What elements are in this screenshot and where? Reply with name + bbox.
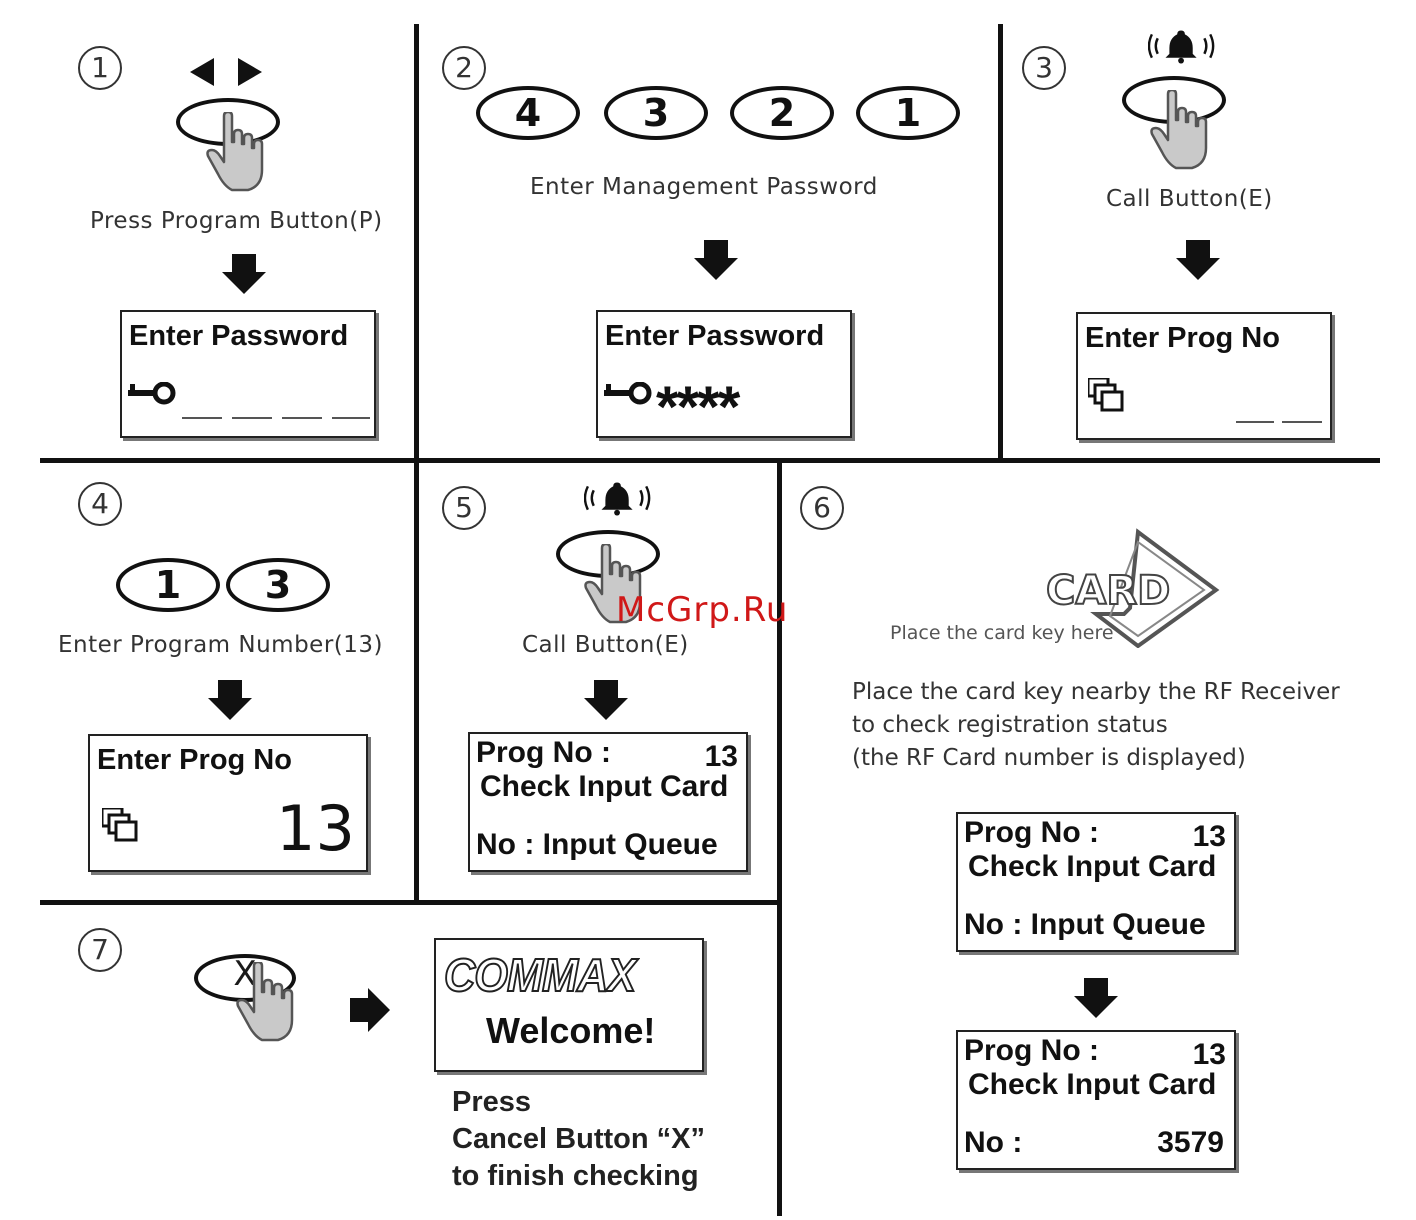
lcd-display: Prog No : 13 Check Input Card No : Input… [468, 732, 748, 872]
digit-key-3[interactable]: 3 [226, 558, 330, 612]
step-number: 7 [78, 928, 122, 972]
lcd-check-text: Check Input Card [968, 850, 1217, 883]
arrow-down-icon [1074, 978, 1118, 1018]
lcd-title: Enter Password [605, 320, 825, 352]
lcd-no-label: No : [964, 1126, 1023, 1159]
lcd-card-number: 3579 [1157, 1126, 1224, 1159]
lcd-display-after: Prog No : 13 Check Input Card No : 3579 [956, 1030, 1236, 1170]
divider-vertical-3 [777, 462, 782, 1216]
lcd-prog-number: 13 [704, 740, 738, 773]
divider-horizontal-1 [40, 458, 1380, 463]
lcd-display-before: Prog No : 13 Check Input Card No : Input… [956, 812, 1236, 952]
step-number: 6 [800, 486, 844, 530]
step-caption: Call Button(E) [522, 632, 689, 658]
lcd-prog-number: 13 [1192, 1038, 1226, 1071]
lcd-queue-text: No : Input Queue [964, 908, 1206, 941]
password-blanks [182, 417, 370, 419]
lcd-title: Enter Prog No [97, 744, 292, 776]
step-number: 4 [78, 482, 122, 526]
left-right-arrow-icon [190, 58, 262, 86]
description-line-1: Place the card key nearby the RF Receive… [852, 679, 1340, 705]
card-caption: Place the card key here [890, 622, 1114, 644]
rf-card-icon [1090, 528, 1220, 648]
arrow-down-icon [694, 240, 738, 280]
step-number: 2 [442, 46, 486, 90]
step-caption: Press Program Button(P) [90, 208, 383, 234]
bell-ring-icon [1148, 29, 1215, 65]
step-number: 5 [442, 486, 486, 530]
arrow-down-icon [1176, 240, 1220, 280]
arrow-down-icon [584, 680, 628, 720]
lcd-prog-label: Prog No : [964, 816, 1099, 849]
bell-ring-icon [584, 481, 651, 517]
step-number: 1 [78, 46, 122, 90]
stacked-cards-icon [102, 808, 138, 842]
hand-pointer-icon [1150, 90, 1208, 170]
step-caption: Enter Program Number(13) [58, 632, 384, 658]
prog-number-value: 13 [276, 792, 355, 865]
digit-key-1[interactable]: 1 [116, 558, 220, 612]
lcd-prog-label: Prog No : [476, 736, 611, 769]
divider-vertical-1 [414, 24, 419, 904]
lcd-check-text: Check Input Card [480, 770, 729, 803]
hand-pointer-icon [236, 962, 294, 1042]
welcome-screen: COMMAX Welcome! [434, 938, 704, 1072]
lcd-check-text: Check Input Card [968, 1068, 1217, 1101]
description-line-2: to check registration status [852, 712, 1168, 738]
arrow-right-icon [350, 988, 390, 1032]
lcd-title: Enter Password [129, 320, 349, 352]
lcd-display: Enter Prog No 13 [88, 734, 368, 872]
digit-key-3[interactable]: 3 [604, 86, 708, 140]
lcd-display: Enter Password **** [596, 310, 852, 440]
key-icon [128, 382, 176, 406]
instruction-line-1: Press [452, 1086, 532, 1118]
lcd-title: Enter Prog No [1085, 322, 1280, 354]
divider-vertical-2 [998, 24, 1003, 460]
lcd-prog-label: Prog No : [964, 1034, 1099, 1067]
lcd-display: Enter Prog No [1076, 312, 1332, 440]
lcd-display: Enter Password [120, 310, 376, 438]
step-caption: Call Button(E) [1106, 186, 1273, 212]
arrow-down-icon [208, 680, 252, 720]
password-mask: **** [656, 375, 740, 440]
step-number: 3 [1022, 46, 1066, 90]
instruction-line-3: to finish checking [452, 1160, 699, 1192]
commax-logo: COMMAX [443, 948, 637, 1002]
prog-number-blanks [1236, 421, 1322, 423]
divider-horizontal-2 [40, 900, 780, 905]
stacked-cards-icon [1088, 378, 1124, 412]
watermark: McGrp.Ru [616, 590, 789, 630]
digit-key-2[interactable]: 2 [730, 86, 834, 140]
step-caption: Enter Management Password [530, 174, 878, 200]
lcd-queue-text: No : Input Queue [476, 828, 718, 861]
key-icon [604, 382, 652, 406]
digit-key-1[interactable]: 1 [856, 86, 960, 140]
digit-key-4[interactable]: 4 [476, 86, 580, 140]
arrow-down-icon [222, 254, 266, 294]
card-label: CARD [1045, 567, 1171, 615]
instruction-line-2: Cancel Button “X” [452, 1123, 705, 1155]
cancel-key-label: X [233, 954, 257, 994]
description-line-3: (the RF Card number is displayed) [852, 745, 1246, 771]
lcd-prog-number: 13 [1192, 820, 1226, 853]
welcome-text: Welcome! [486, 1010, 656, 1051]
hand-pointer-icon [206, 112, 264, 192]
